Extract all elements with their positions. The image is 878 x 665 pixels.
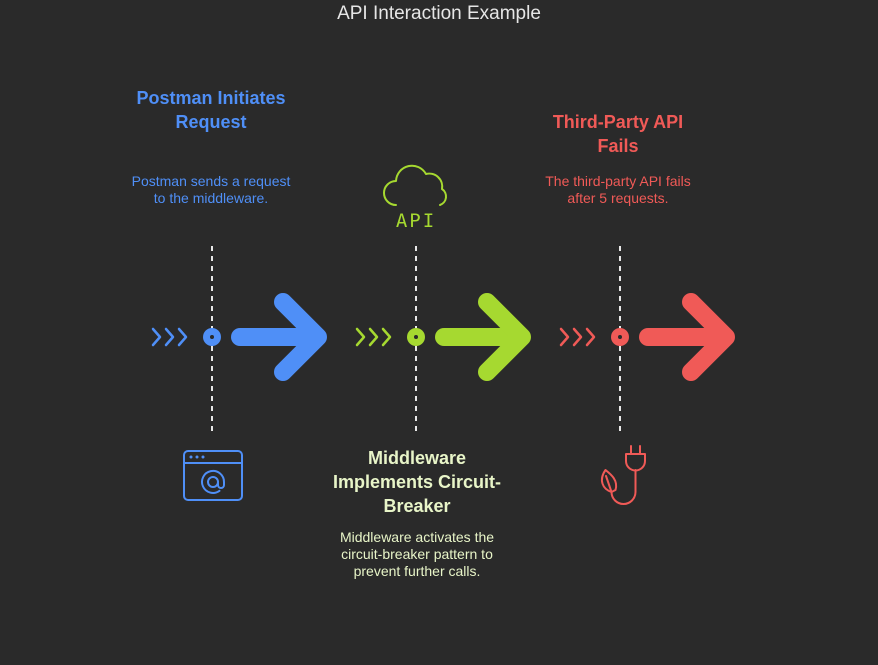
step-2-heading: Middleware Implements Circuit-Breaker <box>332 448 502 516</box>
step-2-arrow-icon <box>435 293 531 381</box>
step-2-description: Middleware activates the circuit-breaker… <box>339 529 495 579</box>
step-3-arrow-icon <box>639 293 735 381</box>
cloud-api-label: API <box>396 210 436 232</box>
step-1-description: Postman sends a request to the middlewar… <box>131 173 291 206</box>
step-2-marker: API <box>355 164 531 432</box>
plug-leaf-icon <box>600 445 646 505</box>
cloud-api-icon: API <box>383 164 447 232</box>
page-title: API Interaction Example <box>337 3 541 24</box>
step-1-heading: Postman Initiates Request <box>136 88 286 132</box>
step-3-heading: Third-Party API Fails <box>552 112 684 156</box>
step-1-marker <box>151 246 327 501</box>
browser-at-icon <box>183 450 243 501</box>
step-1-chevrons-icon <box>151 327 188 347</box>
step-3-marker <box>559 246 735 505</box>
step-3-chevrons-icon <box>559 327 596 347</box>
step-1-arrow-icon <box>231 293 327 381</box>
step-3-description: The third-party API fails after 5 reques… <box>545 173 691 206</box>
step-2-chevrons-icon <box>355 327 392 347</box>
